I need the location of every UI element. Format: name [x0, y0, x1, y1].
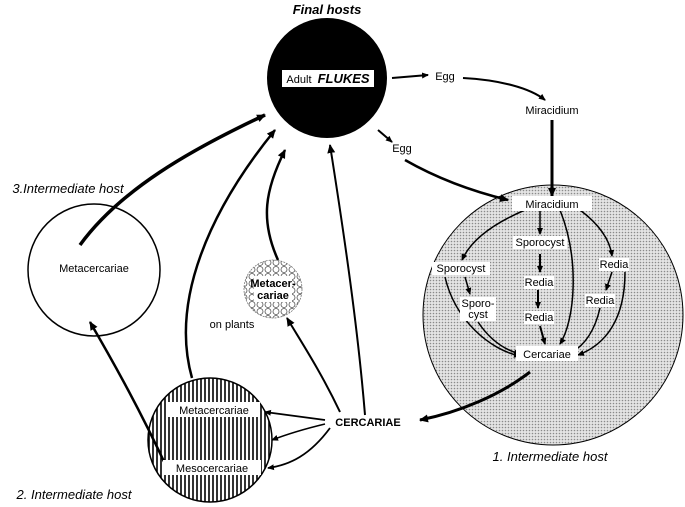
host1-sporocyst-small-2: cyst: [468, 309, 488, 321]
meso-box: [163, 460, 261, 475]
arrow-meso-to-host3: [88, 321, 170, 471]
host2-metacercariae: Metacercariae: [179, 405, 249, 417]
meta2-box: [168, 402, 260, 417]
arrow-sporo-left-to-cercariae: [444, 276, 521, 358]
arrow-plants-to-final: [265, 149, 287, 261]
host1-miracidium: Miracidium: [525, 199, 578, 211]
arrow-sporo-left-to-small: [464, 276, 472, 295]
miracidium-free-label: Miracidium: [525, 105, 578, 117]
plants-cyst-line2: cariae: [257, 290, 289, 302]
host1-redia-center-lower: Redia: [525, 312, 555, 324]
heading-host-2: 2. Intermediate host: [16, 487, 133, 502]
heading-host-1: 1. Intermediate host: [493, 449, 609, 464]
arrow-redia-lower-to-cercariae: [539, 325, 547, 345]
sporo-small-box: [460, 297, 496, 321]
arrow-mira-to-cercariae-direct: [559, 209, 574, 345]
redia-center-lower-box: [524, 311, 554, 324]
host1-sporocyst-left: Sporocyst: [437, 263, 486, 275]
arrow-redia-far-right-to-cercariae: [577, 271, 626, 356]
flukes-word: FLUKES: [318, 71, 370, 86]
arrow-cercariae-to-host2-mid: [271, 423, 326, 441]
adult-prefix: Adult: [286, 74, 311, 86]
cercariae-free-label: CERCARIAE: [335, 417, 400, 429]
cercariae-host1-box: [516, 346, 578, 361]
arrow-egg2-to-host1: [404, 158, 509, 203]
intermediate-host-2-circle: [147, 377, 273, 503]
sporo-left-box: [432, 262, 490, 275]
intermediate-host-3-circle: [27, 203, 161, 337]
arrow-final-to-egg1: [391, 72, 429, 79]
arrow-cercariae-to-meso: [267, 427, 331, 471]
arrow-cercariae-to-final: [327, 144, 366, 416]
arrow-host3-to-final: [78, 113, 266, 247]
host2-mesocercariae: Mesocercariae: [176, 463, 248, 475]
arrow-mira-to-sporo-left: [461, 209, 526, 261]
adult-flukes-label: Adult FLUKES: [286, 71, 369, 86]
arrow-egg1-to-miracidium: [462, 77, 546, 101]
plants-cyst-label-box: [254, 276, 292, 302]
egg-label-2: Egg: [392, 143, 412, 155]
redia-right-lower-box: [585, 294, 615, 307]
egg-label-1: Egg: [435, 71, 455, 83]
arrow-host1-to-cercariae: [419, 370, 531, 423]
mira-host1-box: [512, 196, 592, 211]
arrow-cercariae-to-plants: [286, 317, 341, 413]
host1-redia-right: Redia: [600, 259, 630, 271]
redia-right-box: [599, 258, 629, 271]
host1-redia-center: Redia: [525, 277, 555, 289]
plants-cyst-line1: Metacer-: [250, 278, 296, 290]
host1-sporocyst-center: Sporocyst: [516, 237, 565, 249]
host1-cercariae: Cercariae: [523, 349, 571, 361]
arrow-final-to-egg2: [377, 129, 393, 143]
host1-redia-right-lower: Redia: [586, 295, 616, 307]
arrow-cercariae-to-meta2: [264, 409, 326, 421]
arrow-mira-to-redia-right: [579, 209, 615, 257]
heading-host-3: 3.Intermediate host: [12, 181, 125, 196]
sporo-center-box: [513, 236, 567, 249]
on-plants-label: on plants: [210, 319, 255, 331]
redia-center-box: [524, 276, 554, 289]
heading-final-hosts: Final hosts: [293, 2, 362, 17]
adult-flukes-label-box: [282, 70, 374, 87]
host1-sporocyst-small-1: Sporo-: [461, 298, 494, 310]
host3-metacercariae: Metacercariae: [59, 263, 129, 275]
arrow-redia-right-to-lower: [605, 271, 613, 291]
arrow-host2-to-final: [184, 129, 276, 379]
